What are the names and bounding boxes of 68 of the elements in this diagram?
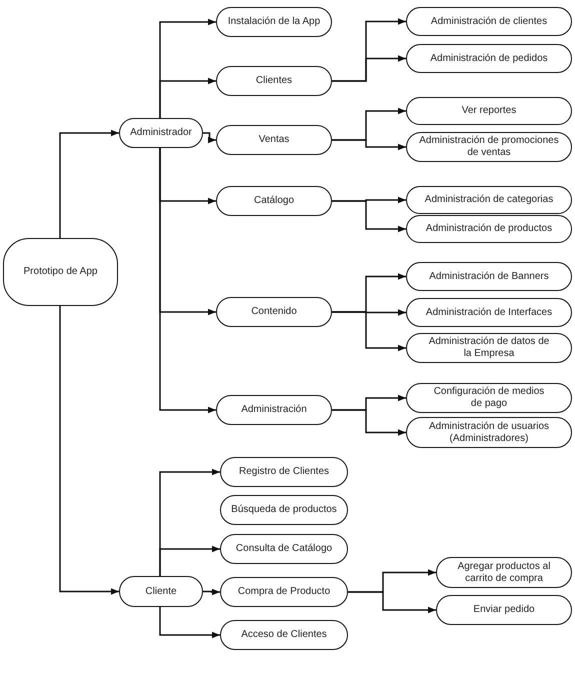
- node-label: Prototipo de App: [24, 266, 98, 278]
- connector-arrow: [332, 139, 406, 150]
- node-label: Administración de productos: [426, 223, 552, 235]
- process-node: [406, 132, 572, 162]
- node-label: Administración de usuarios (Administradores): [428, 420, 550, 444]
- connector-arrow: [332, 200, 406, 232]
- process-node: [436, 595, 572, 625]
- node-label: Instalación de la App: [228, 16, 320, 28]
- process-node: [406, 333, 572, 363]
- process-node: [436, 557, 572, 588]
- node-label: Acceso de Clientes: [241, 629, 327, 641]
- connector-arrow: [59, 130, 119, 238]
- process-node: [220, 457, 348, 487]
- node-label: Catálogo: [254, 195, 294, 207]
- root-node: [3, 238, 118, 306]
- connector-arrow: [332, 55, 406, 82]
- connector-arrow: [203, 588, 220, 596]
- connector-arrow: [59, 306, 119, 595]
- process-node: [406, 97, 572, 125]
- node-label: Administración de categorias: [424, 194, 554, 206]
- process-node: [216, 186, 332, 216]
- process-node: [406, 262, 572, 291]
- process-node: [119, 118, 203, 148]
- connector-arrow: [332, 311, 406, 352]
- node-label: Cliente: [145, 586, 177, 598]
- node-label: Consulta de Catálogo: [236, 543, 332, 555]
- process-node: [406, 417, 572, 448]
- connector-arrow: [348, 591, 436, 614]
- process-node: [406, 7, 572, 36]
- node-label: Agregar productos al carrito de compra: [456, 560, 552, 584]
- connector-arrow: [159, 607, 220, 638]
- process-node: [406, 44, 572, 73]
- node-label: Ventas: [258, 134, 290, 146]
- connector-arrow: [159, 78, 216, 118]
- process-node: [220, 577, 348, 607]
- node-label: Configuración de medios de pago: [432, 386, 546, 410]
- process-node: [216, 125, 332, 155]
- node-label: Administración de clientes: [430, 16, 548, 28]
- connector-arrow: [203, 132, 216, 144]
- node-label: Compra de Producto: [238, 586, 330, 598]
- connector-arrow: [159, 546, 220, 576]
- node-label: Administrador: [130, 127, 192, 139]
- process-node: [406, 186, 572, 214]
- node-label: Ver reportes: [462, 105, 516, 117]
- process-node: [216, 395, 332, 425]
- process-node: [406, 383, 572, 413]
- node-label: Enviar pedido: [473, 604, 535, 616]
- node-label: Administración de promociones de ventas: [419, 135, 559, 159]
- connector-arrow: [332, 409, 406, 436]
- node-label: Administración de datos de la Empresa: [428, 336, 550, 360]
- process-node: [220, 495, 348, 525]
- node-label: Administración de Banners: [429, 270, 549, 282]
- connector-arrow: [159, 148, 216, 414]
- node-label: Búsqueda de productos: [231, 504, 337, 516]
- node-label: Contenido: [251, 306, 297, 318]
- node-label: Administración de pedidos: [430, 52, 548, 64]
- node-label: Administración: [241, 404, 307, 416]
- node-label: Administración de Interfaces: [426, 306, 552, 318]
- node-label: Registro de Clientes: [238, 466, 330, 478]
- node-label: Clientes: [256, 75, 292, 87]
- process-node: [220, 534, 348, 564]
- process-node: [216, 7, 332, 37]
- process-node: [216, 297, 332, 327]
- process-node: [119, 576, 203, 607]
- process-node: [406, 215, 572, 243]
- process-node: [406, 298, 572, 327]
- process-node: [220, 620, 348, 650]
- process-node: [216, 66, 332, 96]
